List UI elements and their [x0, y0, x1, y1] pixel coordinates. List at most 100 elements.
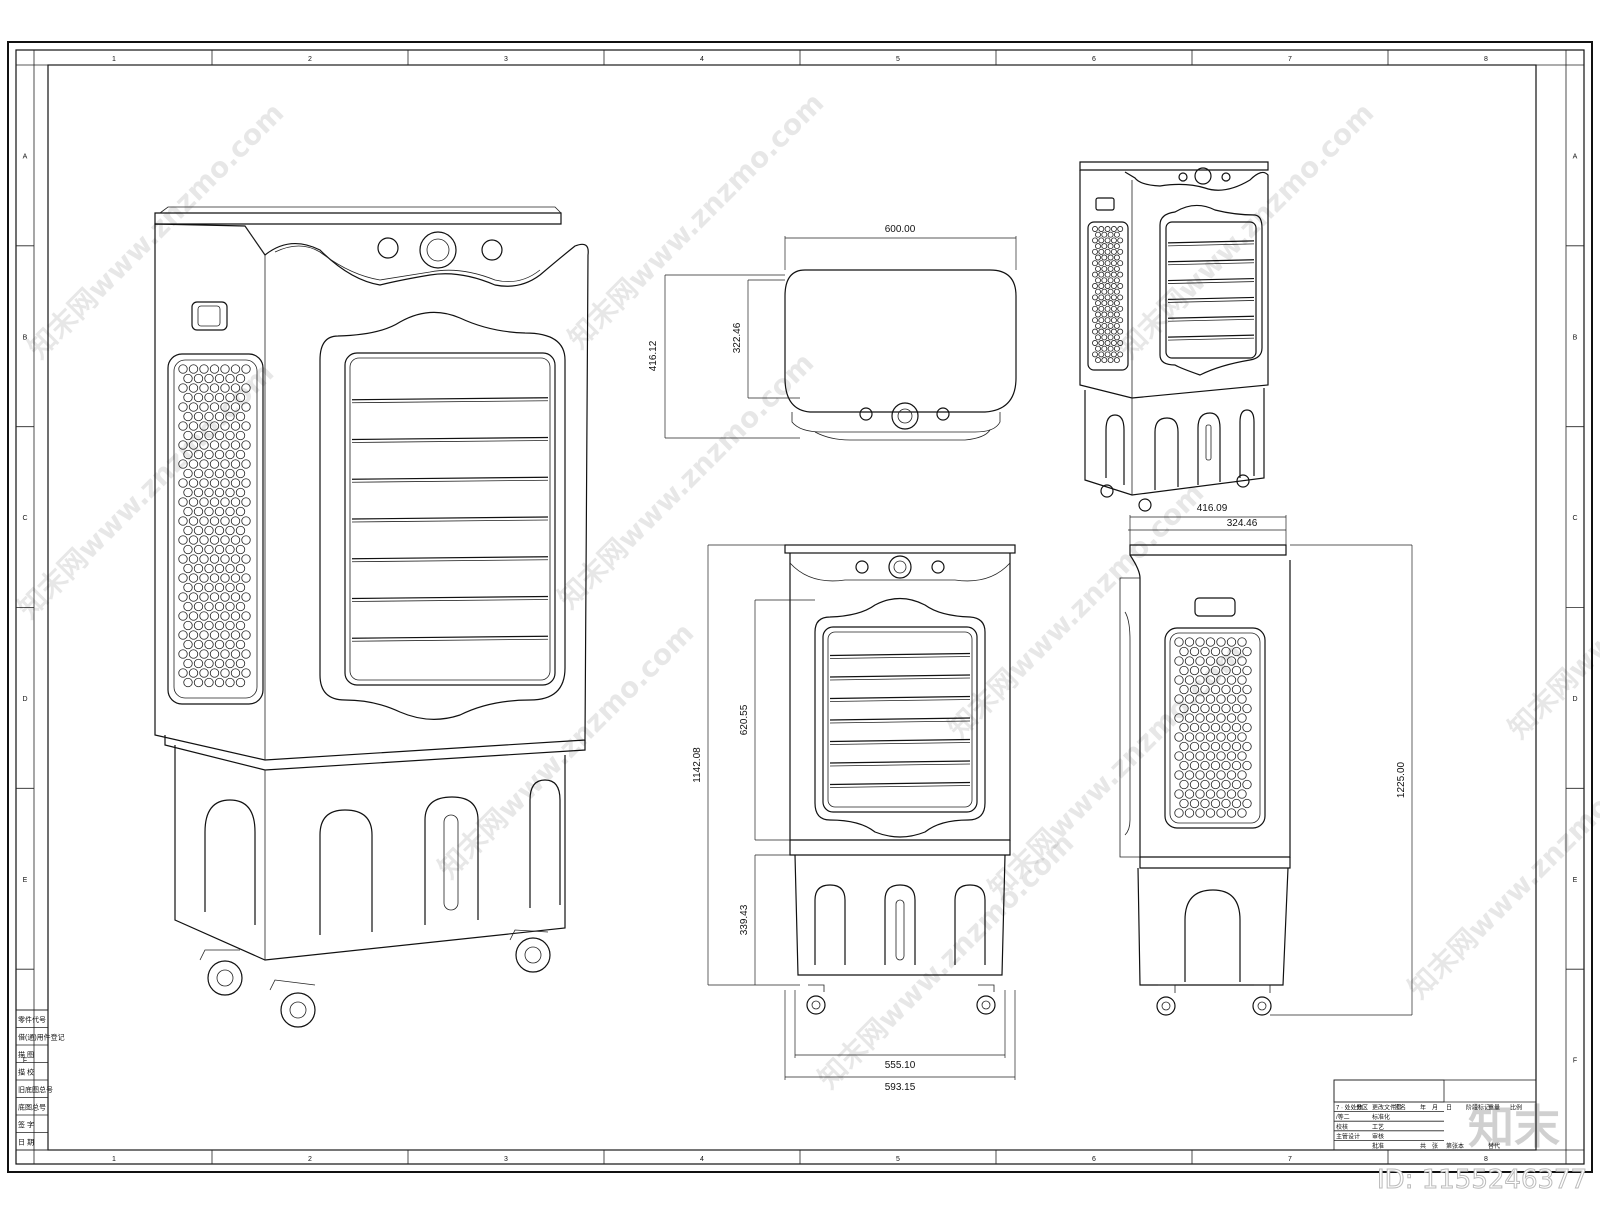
grille-hole [1221, 741, 1231, 752]
grille-hole [1095, 334, 1101, 341]
grille-hole [199, 383, 209, 393]
grille-hole [188, 535, 199, 545]
grille-hole [1189, 684, 1200, 695]
watermark-text: 知末网www.znzmo.com [22, 96, 291, 365]
grille-hole [183, 487, 193, 498]
grille-hole [214, 449, 225, 460]
grille-hole [1205, 694, 1216, 704]
grille-hole [1189, 741, 1200, 752]
grille-hole [220, 535, 230, 545]
title-block: 7 · 处处数分区更改文件号签名年月日阶段标记重量比例/等二标准化校核工艺主管设… [1333, 1079, 1537, 1151]
grille-hole [225, 658, 235, 669]
grille-hole [235, 449, 246, 460]
louver-line [1167, 334, 1255, 338]
dim-top-width: 600.00 [885, 224, 916, 235]
grille-hole [209, 630, 220, 640]
grille-hole [1242, 646, 1252, 657]
title-block-cell: 更改文件号 [1372, 1104, 1402, 1112]
grille-hole [1195, 770, 1205, 780]
grille-hole [1098, 340, 1105, 346]
grille-hole [1221, 646, 1231, 657]
zone-col-label: 8 [1484, 1156, 1488, 1163]
grille-hole [220, 554, 230, 564]
grille-hole [1226, 732, 1237, 742]
zone-row-label: F [23, 1058, 27, 1065]
louver-line [829, 742, 971, 745]
title-block-cell: 年 [1420, 1104, 1426, 1112]
grille-hole [183, 468, 193, 479]
grille-hole [188, 573, 199, 583]
grille-hole [1216, 637, 1226, 647]
grille-hole [1200, 798, 1210, 809]
top-view: 600.00 416.12 322.46 [648, 224, 1017, 441]
grille-hole [241, 459, 251, 469]
louver-line [1167, 262, 1255, 266]
grille-hole [188, 554, 199, 564]
grille-hole [1184, 694, 1195, 704]
grille-hole [193, 563, 204, 574]
title-block-cell: 标准化 [1372, 1113, 1390, 1121]
left-table-cell: 描 校 [18, 1067, 34, 1076]
grille-hole [1095, 243, 1101, 250]
grille-hole [214, 601, 225, 612]
grille-hole [1195, 694, 1205, 704]
louver-line [351, 440, 549, 443]
grille-hole [1237, 808, 1247, 818]
grille-hole [193, 525, 204, 536]
grille-hole [178, 611, 188, 621]
louver-line [351, 635, 549, 639]
grille-hole [214, 506, 225, 517]
grille-hole [230, 649, 241, 659]
grille-hole [1179, 646, 1189, 657]
grille-hole [1189, 703, 1200, 714]
grille-hole [1098, 328, 1105, 335]
grille-hole [1237, 713, 1247, 723]
grille-hole [1113, 277, 1120, 284]
grille-hole [241, 440, 251, 450]
zone-col-label: 4 [700, 56, 704, 63]
grille-hole [1231, 703, 1242, 714]
grille-hole [1221, 779, 1231, 790]
grille-hole [230, 383, 241, 393]
grille-hole [209, 668, 220, 678]
grille-hole [1205, 770, 1216, 780]
grille-hole [1189, 646, 1200, 657]
grille-hole [1221, 760, 1231, 771]
grille-hole [235, 677, 246, 688]
grille-hole [199, 668, 209, 678]
watermark-text: 知末网www.znzmo.com [1502, 476, 1600, 745]
grille-hole [241, 554, 251, 564]
grille-hole [1231, 798, 1242, 809]
grille-hole [225, 487, 235, 498]
dim-top-depth: 416.12 [648, 340, 659, 371]
grille-hole [199, 611, 209, 621]
louver-line [829, 674, 971, 678]
grille-hole [1110, 271, 1117, 278]
grille-hole [241, 668, 251, 678]
grille-hole [188, 383, 199, 393]
grille-hole [235, 582, 246, 593]
grille-hole [199, 459, 209, 469]
grille-hole [1095, 231, 1101, 238]
grille-hole [1107, 231, 1114, 238]
grille-hole [1092, 328, 1098, 335]
grille-hole [209, 383, 220, 393]
grille-hole [183, 430, 193, 441]
grille-hole [1101, 322, 1108, 329]
grille-hole [209, 459, 220, 469]
grille-hole [1110, 351, 1117, 358]
grille-hole [209, 497, 220, 507]
grille-hole [183, 392, 193, 403]
grille-hole [204, 506, 214, 517]
louver-line [829, 652, 971, 657]
grille-hole [1226, 770, 1237, 780]
grille-hole [199, 402, 209, 412]
grille-hole [1113, 254, 1120, 261]
grille-hole [1113, 357, 1120, 364]
grille-hole [241, 592, 251, 602]
grille-hole [178, 592, 188, 602]
grille-hole [235, 487, 246, 498]
watermark-text: 知末网www.znzmo.com [1112, 96, 1381, 365]
grille-hole [1205, 637, 1216, 647]
grille-hole [209, 421, 220, 431]
